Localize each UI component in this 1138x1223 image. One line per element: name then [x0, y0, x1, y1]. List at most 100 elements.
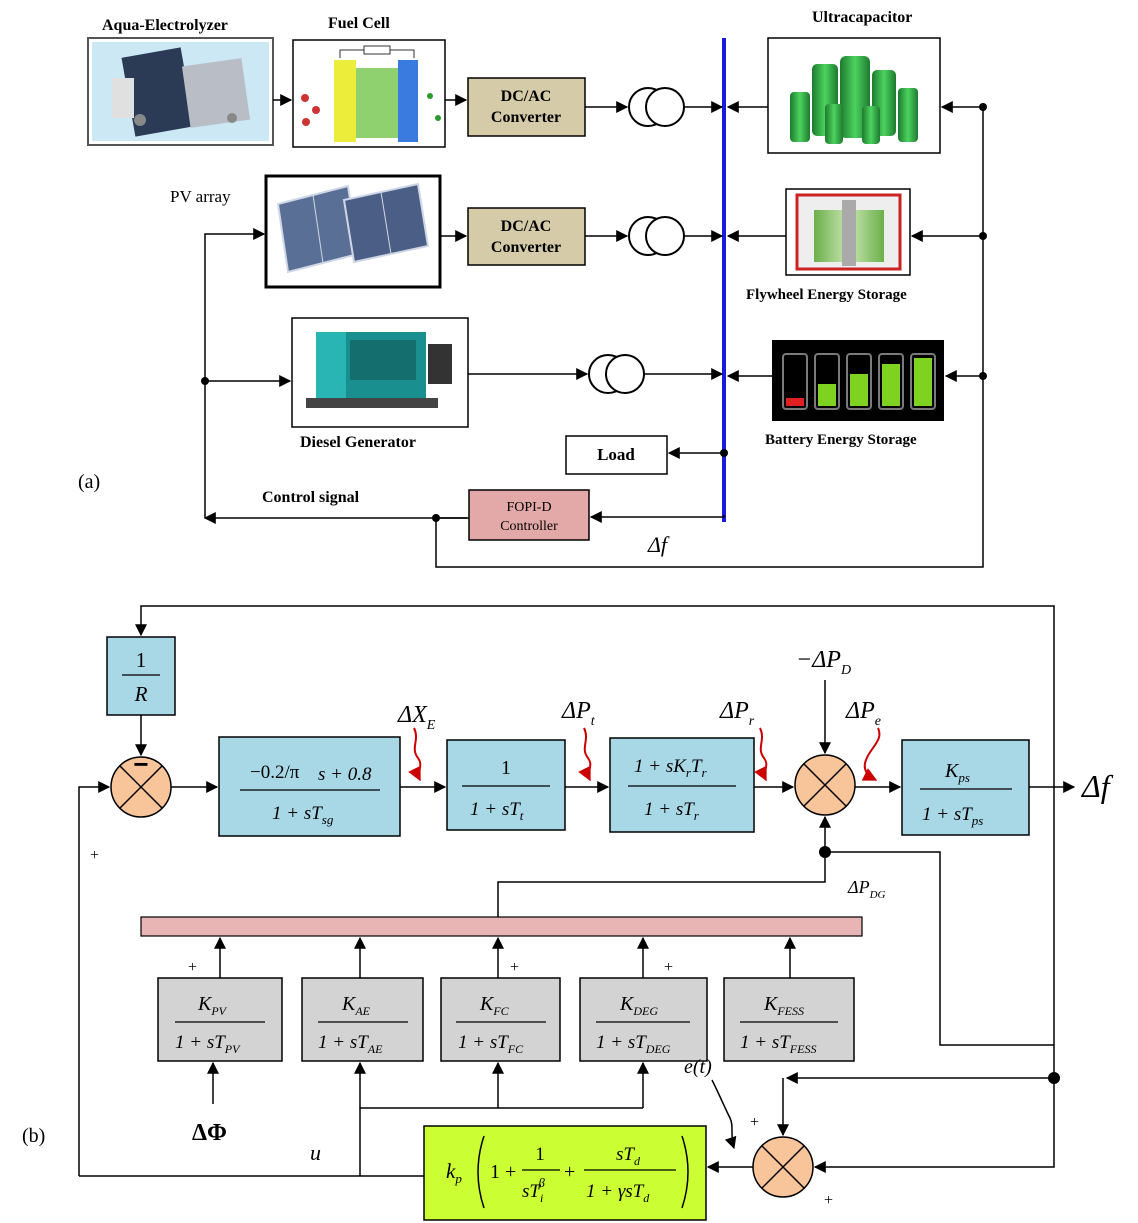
- aqua-electrolyzer-label: Aqua-Electrolyzer: [102, 17, 228, 34]
- turbine-den: 1 + sTt: [470, 799, 524, 823]
- ultracapacitor-image: [767, 37, 941, 154]
- controller-d-den: 1 + γsTd: [586, 1181, 650, 1205]
- delta-xe-label: ΔXE: [397, 702, 436, 733]
- controller-i-num: 1: [535, 1144, 545, 1165]
- controller-one-plus: 1 +: [490, 1161, 516, 1183]
- summing-junction-3: [752, 1136, 814, 1198]
- pv-plus-sign: +: [188, 959, 197, 976]
- fc-plus-sign: +: [510, 959, 519, 976]
- u-label: u: [310, 1140, 321, 1165]
- controller-a-line2: Controller: [500, 519, 558, 534]
- pv-array-label: PV array: [170, 187, 231, 206]
- source-block-ae: KAE 1 + sTAE: [301, 977, 424, 1062]
- delta-f-label-a: Δf: [647, 532, 670, 557]
- droop-num: 1: [136, 648, 147, 672]
- junction-dots-b: [819, 846, 1060, 1084]
- load-label: Load: [597, 445, 635, 464]
- summing-junction-2: [794, 754, 856, 816]
- part-a-label: (a): [78, 471, 100, 493]
- controller-kp: kp: [446, 1159, 462, 1186]
- ultracapacitor-label: Ultracapacitor: [812, 9, 912, 26]
- summer-1-minus-sign: −: [133, 749, 148, 779]
- power-system-block: Kps 1 + sTps: [901, 739, 1030, 836]
- output-delta-f: Δf: [1080, 768, 1114, 804]
- summer-3-plus-top: +: [750, 1114, 759, 1131]
- diesel-generator-image: [291, 317, 469, 428]
- source-block-fc: KFC 1 + sTFC: [440, 977, 561, 1062]
- turbine-block: 1 1 + sTt: [446, 739, 566, 831]
- flywheel-label: Flywheel Energy Storage: [746, 287, 907, 303]
- aggregation-bar: [140, 916, 863, 937]
- summer-1-plus-sign: +: [90, 847, 99, 864]
- deg-den: 1 + sTDEG: [596, 1032, 671, 1056]
- diesel-generator-label: Diesel Generator: [300, 434, 416, 451]
- disturbance-arrows: [408, 727, 881, 782]
- delta-pe-label: ΔPe: [845, 698, 881, 729]
- droop-den: R: [134, 682, 148, 706]
- pv-num: KPV: [197, 993, 228, 1018]
- junction-dots-a: [201, 103, 987, 522]
- converter-2-line2: Converter: [491, 239, 561, 256]
- governor-den: 1 + sTsg: [272, 803, 334, 827]
- source-block-fess: KFESS 1 + sTFESS: [723, 977, 855, 1062]
- pv-den: 1 + sTPV: [175, 1032, 241, 1056]
- transformer-3-icon: [588, 354, 645, 394]
- power-system-num: Kps: [944, 760, 970, 785]
- ae-num: KAE: [341, 993, 371, 1018]
- transformer-1-icon: [628, 87, 685, 127]
- reheat-block: 1 + sKrTr 1 + sTr: [609, 737, 755, 833]
- governor-block: −0.2/π s + 0.8 1 + sTsg: [218, 736, 401, 837]
- fopi-d-controller-b: kp 1 + 1 sTiβ + sTd 1 + γsTd: [423, 1125, 707, 1221]
- governor-num-tail: s + 0.8: [318, 764, 372, 785]
- controller-i-den: sTiβ: [522, 1175, 545, 1205]
- reheat-num: 1 + sKrTr: [634, 756, 708, 780]
- converter-2-line1: DC/AC: [501, 218, 552, 235]
- deg-plus-sign: +: [664, 959, 673, 976]
- aqua-electrolyzer-image: [87, 37, 274, 146]
- governor-num-lead: −0.2/π: [250, 762, 300, 783]
- transformer-2-icon: [628, 216, 685, 256]
- dc-ac-converter-2: DC/AC Converter: [467, 207, 586, 266]
- summing-junction-1: −: [110, 749, 172, 818]
- fc-num: KFC: [479, 993, 510, 1018]
- delta-pt-label: ΔPt: [561, 698, 596, 729]
- pv-array-image: [264, 174, 442, 289]
- power-system-den: 1 + sTps: [922, 804, 983, 828]
- part-b-label: (b): [22, 1125, 45, 1147]
- controller-d-num: sTd: [616, 1144, 641, 1168]
- source-block-pv: KPV 1 + sTPV: [157, 977, 283, 1062]
- part-a: Aqua-Electrolyzer Fuel Cell Ultracapacit…: [78, 9, 987, 568]
- fess-num: KFESS: [763, 993, 804, 1018]
- source-block-deg: KDEG 1 + sTDEG: [579, 977, 708, 1062]
- fuel-cell-label: Fuel Cell: [328, 15, 390, 32]
- converter-1-line2: Converter: [491, 109, 561, 126]
- controller-plus: +: [564, 1161, 575, 1183]
- delta-pr-label: ΔPr: [719, 698, 755, 729]
- dc-ac-converter-1: DC/AC Converter: [467, 77, 586, 137]
- fess-den: 1 + sTFESS: [740, 1032, 816, 1056]
- battery-image: [772, 340, 944, 421]
- load-box: Load: [565, 435, 668, 475]
- turbine-num: 1: [501, 757, 511, 779]
- flywheel-image: [785, 188, 911, 276]
- reheat-den: 1 + sTr: [644, 799, 700, 823]
- droop-block: 1 R: [106, 636, 176, 716]
- wires-b: [78, 605, 1076, 1177]
- control-signal-label: Control signal: [262, 489, 360, 506]
- controller-a-line1: FOPI-D: [506, 500, 551, 515]
- battery-label: Battery Energy Storage: [765, 432, 917, 448]
- error-label: e(t): [684, 1056, 712, 1078]
- summer-3-plus-right: +: [824, 1192, 833, 1209]
- delta-pdg-label: ΔPDG: [847, 877, 886, 901]
- wires-a: [203, 94, 984, 568]
- converter-1-line1: DC/AC: [501, 88, 552, 105]
- fopi-d-controller-a: FOPI-D Controller: [468, 489, 590, 541]
- part-b: (b) 1 R − + −0.2/π s + 0.8 1 + sTsg: [22, 605, 1114, 1221]
- fc-den: 1 + sTFC: [458, 1032, 524, 1056]
- ae-den: 1 + sTAE: [318, 1032, 383, 1056]
- delta-pd-label: −ΔPD: [796, 647, 851, 678]
- delta-phi-label: ΔΦ: [192, 1120, 227, 1146]
- fuel-cell-image: [292, 39, 446, 148]
- deg-num: KDEG: [619, 993, 658, 1018]
